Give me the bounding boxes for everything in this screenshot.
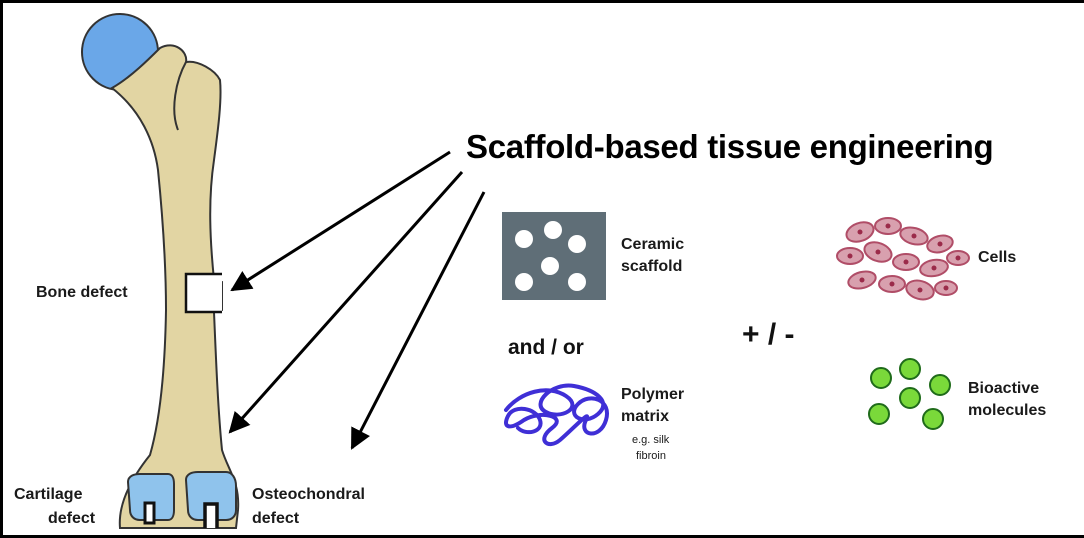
osteochondral-defect-label-line1: Osteochondral: [252, 486, 365, 504]
cartilage-defect-hole: [145, 503, 154, 523]
cartilage-defect-label-line2: defect: [48, 510, 95, 528]
bioactive-label-line1: Bioactive: [968, 380, 1039, 398]
cartilage-defect-label-line1: Cartilage: [14, 486, 82, 504]
polymer-matrix-label-line1: Polymer: [621, 386, 684, 404]
osteochondral-defect-hole: [205, 504, 217, 528]
osteochondral-defect-label-line2: defect: [252, 510, 299, 528]
polymer-example-line2: fibroin: [636, 450, 666, 462]
ceramic-scaffold-label-line2: scaffold: [621, 258, 682, 276]
bone-defect-label: Bone defect: [36, 284, 128, 302]
bone-defect-notch: [186, 274, 222, 312]
diagram-title: Scaffold-based tissue engineering: [466, 128, 993, 166]
arrow-to-osteochondral-defect: [352, 192, 484, 448]
polymer-matrix-icon: [506, 386, 607, 445]
cells-icon: [837, 218, 969, 302]
cells-label: Cells: [978, 249, 1016, 267]
polymer-example-line1: e.g. silk: [632, 434, 669, 446]
bioactive-molecules-icon: [869, 359, 950, 429]
and-or-label: and / or: [508, 336, 584, 360]
ceramic-scaffold-icon: [502, 212, 606, 300]
ceramic-scaffold-label-line1: Ceramic: [621, 236, 684, 254]
plus-minus-label: + / -: [742, 318, 795, 352]
polymer-matrix-label-line2: matrix: [621, 408, 669, 426]
bioactive-label-line2: molecules: [968, 402, 1046, 420]
